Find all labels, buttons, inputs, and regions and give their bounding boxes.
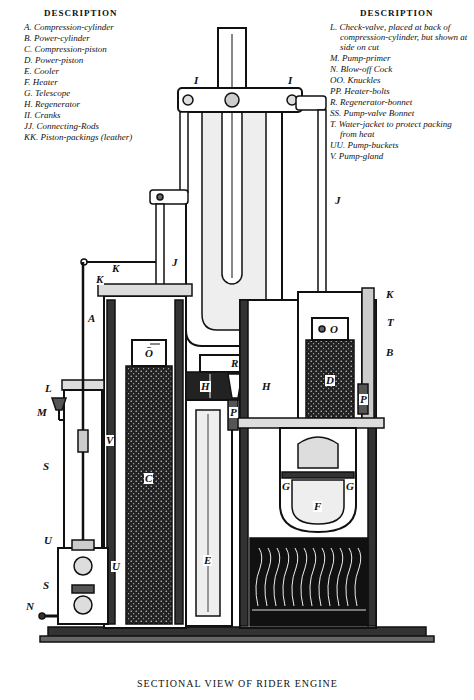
callout-letter: U <box>111 561 121 572</box>
callout-letter: J <box>334 195 342 206</box>
callout-letter: U <box>43 535 53 546</box>
flame-stroke <box>346 548 352 606</box>
callout-letter: T <box>386 317 395 328</box>
description-line: UU. Pump-buckets <box>330 140 470 150</box>
description-line: L. Check-valve, placed at back of compre… <box>330 22 470 52</box>
callout-letter: D <box>325 375 335 386</box>
description-line: G. Telescope <box>24 88 154 98</box>
callout-letter: K <box>95 274 104 285</box>
description-line: V. Pump-gland <box>330 151 470 161</box>
callout-letter: L <box>44 383 53 394</box>
callout-letter: A <box>87 313 96 324</box>
callout-letter: O <box>144 348 154 359</box>
description-line: H. Regenerator <box>24 99 154 109</box>
callout-letter: C <box>144 473 153 484</box>
description-line: PP. Heater-bolts <box>330 86 470 96</box>
callout-letter: H <box>200 381 211 392</box>
flame-stroke <box>292 548 298 606</box>
flame-stroke <box>256 548 262 606</box>
description-line: M. Pump-primer <box>330 53 470 63</box>
callout-letter: E <box>203 555 212 566</box>
callout-letter: V <box>105 435 114 446</box>
description-heading: DESCRIPTION <box>44 8 118 18</box>
flame-stroke <box>355 548 361 606</box>
callout-letter: K <box>111 263 120 274</box>
callout-letter: S <box>42 580 50 591</box>
flame-stroke <box>328 548 334 606</box>
description-line: JJ. Connecting-Rods <box>24 121 154 131</box>
flame-stroke <box>265 548 271 606</box>
description-line: C. Compression-piston <box>24 44 154 54</box>
callout-letter: I <box>287 75 293 86</box>
description-line: SS. Pump-valve Bonnet <box>330 108 470 118</box>
description-line: KK. Piston-packings (leather) <box>24 132 154 142</box>
flame-stroke <box>337 548 343 606</box>
callout-letter: P <box>229 407 238 418</box>
callout-letter: S <box>42 461 50 472</box>
callout-letter: I <box>193 75 199 86</box>
callout-letter: J <box>171 257 179 268</box>
callout-letter: G <box>281 481 291 492</box>
flame-stroke <box>310 548 316 606</box>
flame-stroke <box>283 548 289 606</box>
description-heading: DESCRIPTION <box>360 8 434 18</box>
description-line: B. Power-cylinder <box>24 33 154 43</box>
callout-letter: O <box>329 324 339 335</box>
callout-letter: N <box>25 601 35 612</box>
description-line: D. Power-piston <box>24 55 154 65</box>
callout-letter: R <box>230 358 239 369</box>
description-line: II. Cranks <box>24 110 154 120</box>
callout-letter: H <box>261 381 272 392</box>
flame-stroke <box>301 548 307 606</box>
callout-letter: K <box>385 289 394 300</box>
callout-letter: P <box>359 394 368 405</box>
callout-letter: G <box>345 481 355 492</box>
description-line: T. Water-jacket to protect packing from … <box>330 119 470 139</box>
callout-letter: F <box>313 501 322 512</box>
flame-stroke <box>319 548 325 606</box>
description-line: OO. Knuckles <box>330 75 470 85</box>
description-line: R. Regenerator-bonnet <box>330 97 470 107</box>
description-line: F. Heater <box>24 77 154 87</box>
description-line: N. Blow-off Cock <box>330 64 470 74</box>
description-line: E. Cooler <box>24 66 154 76</box>
callout-letter: M <box>36 407 48 418</box>
flame-stroke <box>274 548 280 606</box>
callout-letter: B <box>385 347 394 358</box>
caption: SECTIONAL VIEW OF RIDER ENGINE <box>137 678 338 690</box>
description-line: A. Compression-cylinder <box>24 22 154 32</box>
